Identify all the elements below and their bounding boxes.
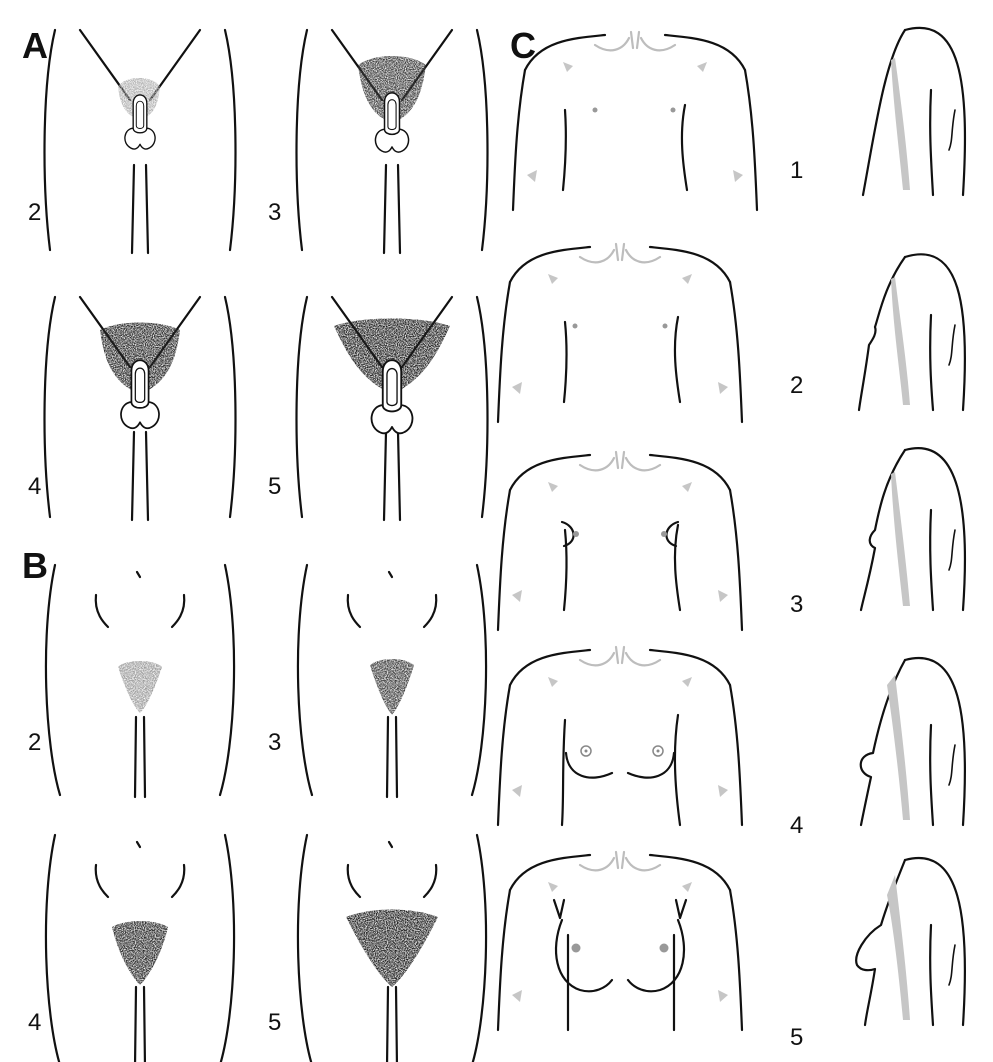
panel-b-stage-3 xyxy=(298,565,486,797)
panel-c-stage-4-front xyxy=(498,647,742,825)
panel-c-stage-1-front xyxy=(513,32,757,210)
panel-b-stage-4 xyxy=(46,835,234,1062)
panel-b-stage-2-label: 2 xyxy=(28,729,41,756)
panel-c-stage-5-label: 5 xyxy=(790,1024,803,1051)
panel-a-label: A xyxy=(22,25,48,66)
panel-a-stage-4 xyxy=(45,297,236,520)
panel-c-stage-3-label: 3 xyxy=(790,591,803,618)
panel-a-stage-2 xyxy=(45,30,236,253)
panel-c-stage-2-side xyxy=(859,254,965,410)
panel-a-stage-3 xyxy=(297,30,488,253)
hair-patch-b-stage-3 xyxy=(370,659,414,715)
panel-b-label: B xyxy=(22,545,48,586)
panel-b-stage-2 xyxy=(46,565,234,797)
panel-a-stage-4-label: 4 xyxy=(28,473,41,500)
panel-c-stage-1-side xyxy=(863,28,965,195)
panel-c-stage-5-front xyxy=(498,852,742,1030)
panel-a-stage-3-label: 3 xyxy=(268,199,281,226)
panel-a-stage-5 xyxy=(297,297,488,520)
panel-c-stage-1-label: 1 xyxy=(790,157,803,184)
hair-patch-b-stage-2 xyxy=(118,661,162,713)
panel-c-stage-3-front xyxy=(498,452,742,630)
panel-c-stage-3-side xyxy=(861,448,965,610)
panel-a-stage-2-label: 2 xyxy=(28,199,41,226)
hair-patch-b-stage-4 xyxy=(112,921,168,985)
panel-b-stage-3-label: 3 xyxy=(268,729,281,756)
panel-c-stage-2-label: 2 xyxy=(790,372,803,399)
panel-c-stage-4-side xyxy=(861,658,965,825)
panel-b-stage-5 xyxy=(298,835,486,1062)
panel-c-stage-4-label: 4 xyxy=(790,812,803,839)
panel-b-stage-5-label: 5 xyxy=(268,1009,281,1036)
panel-c-stage-5-side xyxy=(856,858,965,1025)
panel-b-stage-4-label: 4 xyxy=(28,1009,41,1036)
panel-a-stage-5-label: 5 xyxy=(268,473,281,500)
hair-patch-b-stage-5 xyxy=(346,910,438,988)
panel-c-stage-2-front xyxy=(498,244,742,422)
